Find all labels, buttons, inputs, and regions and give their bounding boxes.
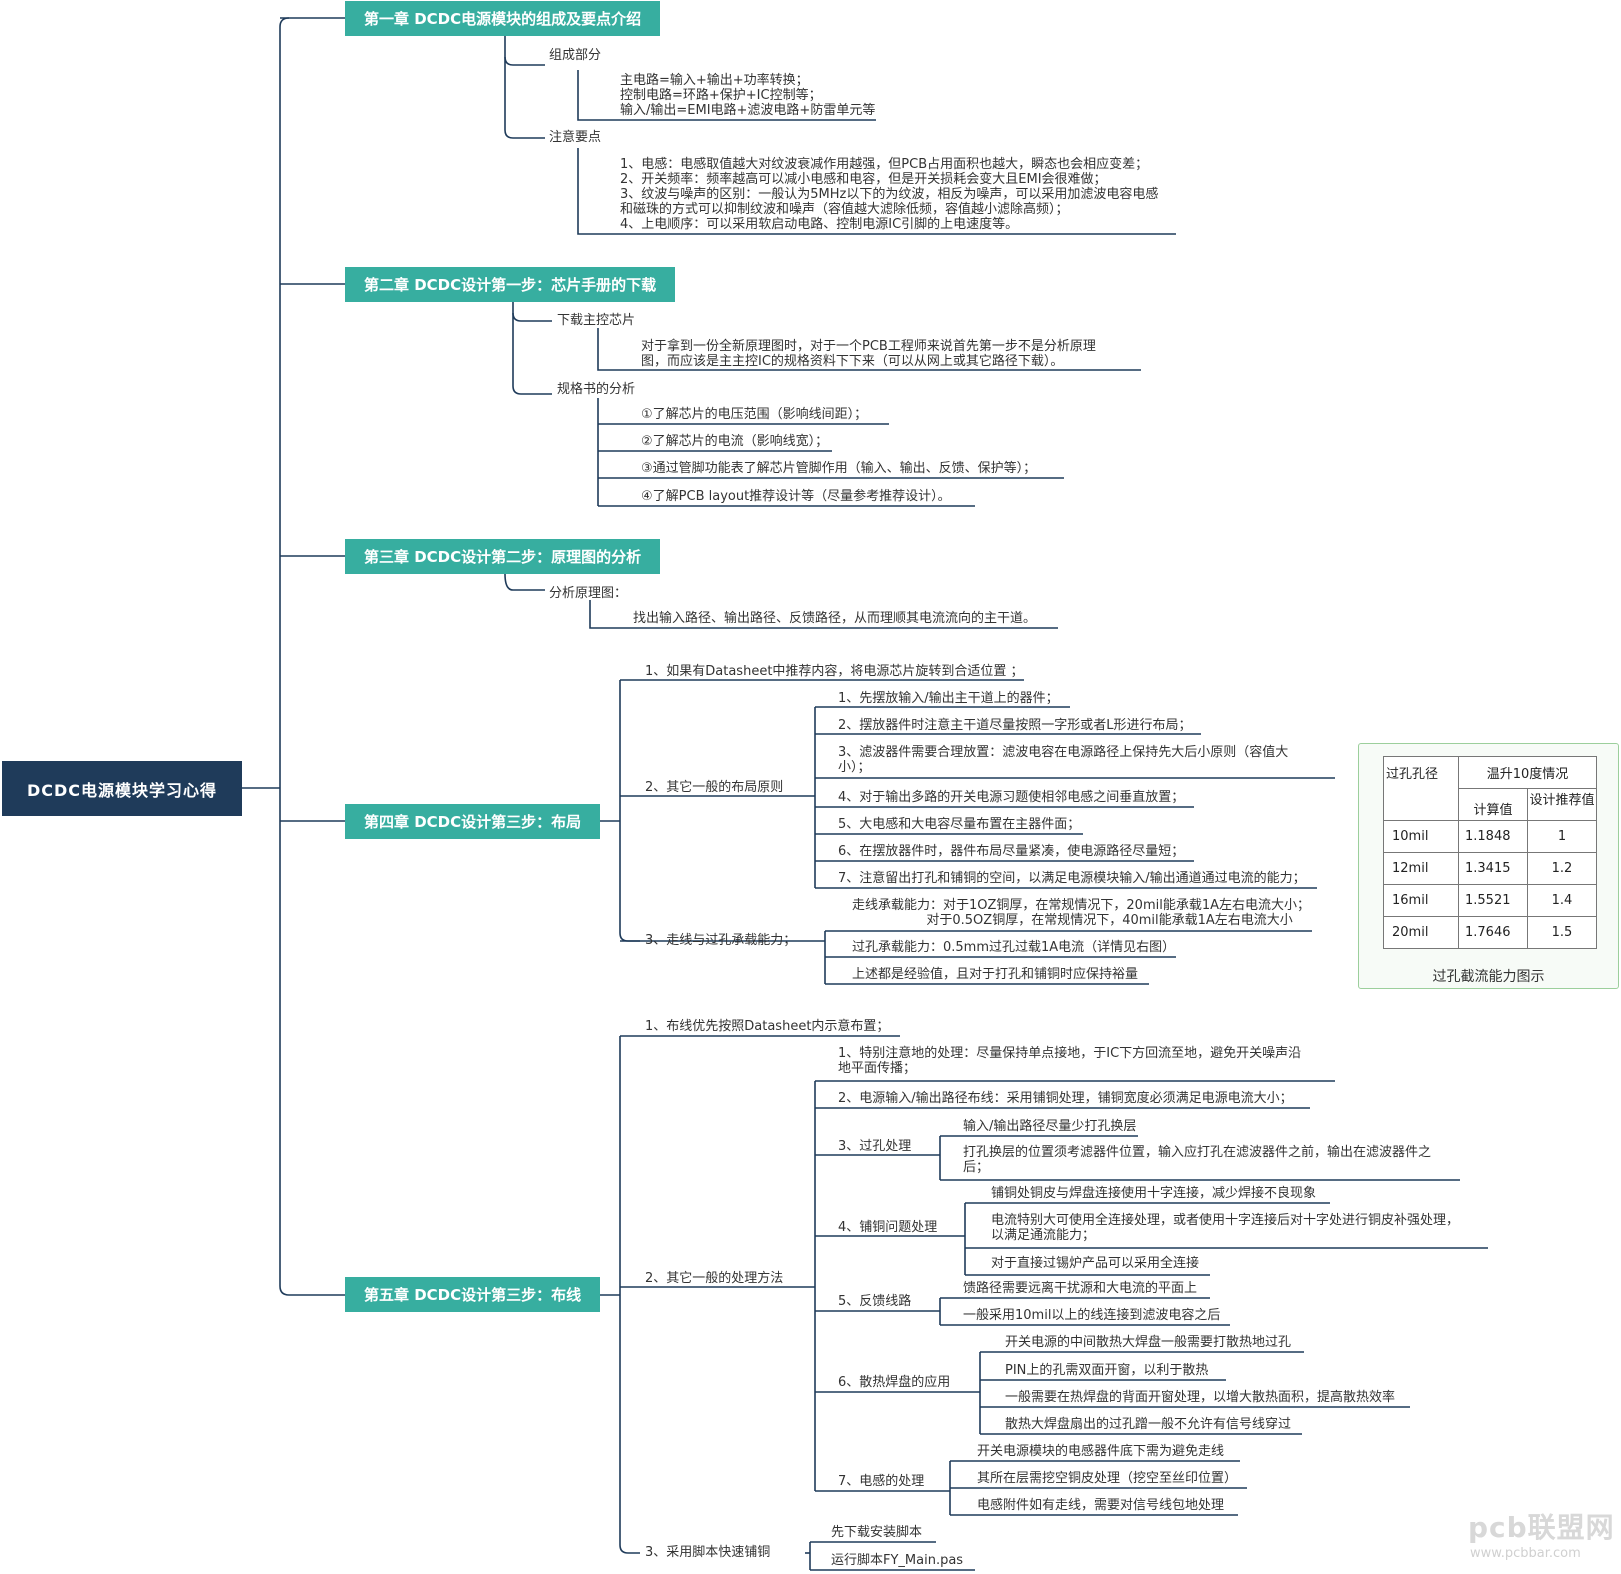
node-feedback-1[interactable]: 馈路径需要远离干扰源和大电流的平面上 — [963, 1281, 1198, 1296]
node-script-1[interactable]: 先下载安装脚本 — [831, 1525, 923, 1540]
watermark-brand: pcb联盟网 — [1468, 1511, 1615, 1544]
connector — [504, 56, 545, 66]
connector — [619, 680, 640, 942]
node-via-handling-1[interactable]: 输入/输出路径尽量少打孔换层 — [963, 1119, 1137, 1134]
node-routing-2-4[interactable]: 4、铺铜问题处理 — [838, 1220, 938, 1235]
node-copper-3[interactable]: 对于直接过锡炉产品可以采用全连接 — [991, 1256, 1200, 1271]
node-composition[interactable]: 组成部分 — [549, 48, 602, 63]
node-via-handling-2[interactable]: 打孔换层的位置须考滤器件位置，输入应打孔在滤波器件之前，输出在滤波器件之 后； — [963, 1145, 1432, 1175]
connector — [577, 148, 1176, 235]
node-layout-2-6[interactable]: 6、在摆放器件时，器件布局尽量紧凑，使电源路径尽量短； — [838, 844, 1185, 859]
node-script-2[interactable]: 运行脚本FY_Main.pas — [831, 1553, 964, 1568]
watermark-url: www.pcbbar.com — [1470, 1546, 1581, 1561]
via-header-recommended: 设计推荐值 — [1527, 788, 1597, 821]
node-layout-2-7[interactable]: 7、注意留出打孔和铺铜的空间，以满足电源模块输入/输出通道通过电流的能力； — [838, 871, 1306, 886]
node-empirical-note[interactable]: 上述都是经验值，且对于打孔和铺铜时应保持裕量 — [852, 967, 1139, 982]
node-layout-2-4[interactable]: 4、对于输出多路的开关电源习题使相邻电感之间垂直放置； — [838, 790, 1185, 805]
via-capacity-table: 过孔孔径 温升10度情况 计算值 设计推荐值 10mil 1.1848 1 12… — [1383, 756, 1597, 949]
node-layout-2-1[interactable]: 1、先摆放输入/输出主干道上的器件； — [838, 691, 1059, 706]
node-routing-2-6[interactable]: 6、散热焊盘的应用 — [838, 1375, 951, 1390]
node-layout-2-3[interactable]: 3、滤波器件需要合理放置：滤波电容在电源路径上保持先大后小原则（容值大 小）； — [838, 745, 1289, 775]
connector — [577, 70, 876, 121]
via-header-calculated: 计算值 — [1458, 788, 1528, 821]
node-thermal-1[interactable]: 开关电源的中间散热大焊盘一般需要打散热地过孔 — [1005, 1335, 1292, 1350]
node-analyze-schematic[interactable]: 分析原理图： — [549, 586, 628, 601]
chapter-5-node[interactable]: 第五章 DCDC设计第三步：布线 — [345, 1277, 601, 1312]
connector — [512, 312, 552, 322]
node-spec-item-4[interactable]: ④了解PCB layout推荐设计等（尽量参考推荐设计）。 — [641, 489, 951, 504]
node-routing-1[interactable]: 1、布线优先按照Datasheet内示意布置； — [645, 1019, 890, 1034]
node-inductor-3[interactable]: 电感附件如有走线，需要对信号线包地处理 — [977, 1498, 1225, 1513]
node-layout-1[interactable]: 1、如果有Datasheet中推荐内容，将电源芯片旋转到合适位置 ； — [645, 664, 1024, 679]
node-routing-2[interactable]: 2、其它一般的处理方法 — [645, 1271, 784, 1286]
node-spec-item-2[interactable]: ②了解芯片的电流（影响线宽）； — [641, 434, 829, 449]
node-routing-3[interactable]: 3、采用脚本快速铺铜 — [645, 1545, 771, 1560]
connector — [619, 1036, 640, 1554]
via-capacity-table-panel: 过孔孔径 温升10度情况 计算值 设计推荐值 10mil 1.1848 1 12… — [1358, 743, 1619, 989]
node-inductor-1[interactable]: 开关电源模块的电感器件底下需为避免走线 — [977, 1444, 1225, 1459]
node-via-capacity[interactable]: 过孔承载能力：0.5mm过孔过载1A电流（详情见右图） — [852, 940, 1176, 955]
node-analyze-detail[interactable]: 找出输入路径、输出路径、反馈路径，从而理顺其电流流向的主干道。 — [633, 611, 1037, 626]
node-layout-3[interactable]: 3、走线与过孔承载能力； — [645, 933, 797, 948]
chapter-4-node[interactable]: 第四章 DCDC设计第三步：布局 — [345, 804, 601, 839]
table-row: 10mil 1.1848 1 — [1383, 820, 1597, 853]
connector — [589, 600, 1058, 629]
node-thermal-2[interactable]: PIN上的孔需双面开窗，以利于散热 — [1005, 1363, 1209, 1378]
connector — [512, 302, 552, 395]
node-thermal-4[interactable]: 散热大焊盘扇出的过孔蹭一般不允许有信号线穿过 — [1005, 1417, 1292, 1432]
node-routing-2-1[interactable]: 1、特别注意地的处理：尽量保持单点接地，于IC下方回流至地，避免开关噪声沿 地平… — [838, 1046, 1302, 1076]
chapter-2-node[interactable]: 第二章 DCDC设计第一步：芯片手册的下载 — [345, 267, 676, 302]
node-routing-2-7[interactable]: 7、电感的处理 — [838, 1474, 925, 1489]
node-trace-capacity[interactable]: 走线承载能力：对于1OZ铜厚，在常规情况下，20mil能承载1A左右电流大小； … — [852, 898, 1311, 928]
node-routing-2-2[interactable]: 2、电源输入/输出路径布线：采用铺铜处理，铺铜宽度必须满足电源电流大小； — [838, 1091, 1293, 1106]
node-spec-analysis[interactable]: 规格书的分析 — [557, 382, 636, 397]
chapter-1-node[interactable]: 第一章 DCDC电源模块的组成及要点介绍 — [345, 1, 661, 36]
via-table-caption: 过孔截流能力图示 — [1432, 969, 1545, 985]
node-layout-2[interactable]: 2、其它一般的布局原则 — [645, 780, 784, 795]
node-layout-2-5[interactable]: 5、大电感和大电容尽量布置在主器件面； — [838, 817, 1081, 832]
root-node[interactable]: DCDC电源模块学习心得 — [2, 761, 242, 816]
node-download-detail[interactable]: 对于拿到一份全新原理图时，对于一个PCB工程师来说首先第一步不是分析原理 图，而… — [641, 339, 1096, 369]
table-row: 20mil 1.7646 1.5 — [1383, 916, 1597, 949]
via-header-temp-rise: 温升10度情况 — [1458, 756, 1597, 789]
node-composition-detail[interactable]: 主电路=输入+输出+功率转换； 控制电路=环路+保护+IC控制等； 输入/输出=… — [620, 73, 876, 118]
node-key-points[interactable]: 注意要点 — [549, 130, 602, 145]
connector — [504, 36, 545, 139]
connector — [597, 328, 1141, 371]
node-routing-2-3[interactable]: 3、过孔处理 — [838, 1139, 912, 1154]
node-copper-1[interactable]: 铺铜处铜皮与焊盘连接使用十字连接，减少焊接不良现象 — [991, 1186, 1317, 1201]
via-header-diameter: 过孔孔径 — [1383, 756, 1459, 821]
chapter-3-node[interactable]: 第三章 DCDC设计第二步：原理图的分析 — [345, 539, 661, 574]
node-thermal-3[interactable]: 一般需要在热焊盘的背面开窗处理，以增大散热面积，提高散热效率 — [1005, 1390, 1396, 1405]
node-feedback-2[interactable]: 一般采用10mil以上的线连接到滤波电容之后 — [963, 1308, 1221, 1323]
connector-trunk — [279, 17, 345, 1296]
node-inductor-2[interactable]: 其所在层需挖空铜皮处理（挖空至丝印位置） — [977, 1471, 1238, 1486]
connector — [504, 573, 545, 591]
table-row: 12mil 1.3415 1.2 — [1383, 852, 1597, 885]
node-routing-2-5[interactable]: 5、反馈线路 — [838, 1294, 912, 1309]
node-spec-item-3[interactable]: ③通过管脚功能表了解芯片管脚作用（输入、输出、反馈、保护等）； — [641, 461, 1037, 476]
node-key-points-detail[interactable]: 1、电感：电感取值越大对纹波衰减作用越强，但PCB占用面积也越大，瞬态也会相应变… — [620, 157, 1159, 232]
table-row: 16mil 1.5521 1.4 — [1383, 884, 1597, 917]
node-spec-item-1[interactable]: ①了解芯片的电压范围（影响线间距）； — [641, 407, 868, 422]
node-layout-2-2[interactable]: 2、摆放器件时注意主干道尽量按照一字形或者L形进行布局； — [838, 718, 1192, 733]
node-copper-2[interactable]: 电流特别大可使用全连接处理，或者使用十字连接后对十字处进行铜皮补强处理， 以满足… — [991, 1213, 1460, 1243]
node-download-chip[interactable]: 下载主控芯片 — [557, 313, 636, 328]
